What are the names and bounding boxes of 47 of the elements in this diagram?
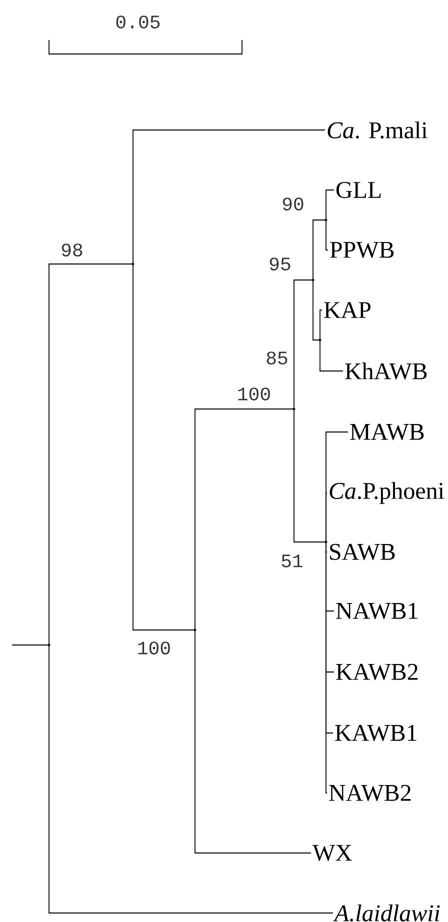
bootstrap-value: 90 [282, 198, 304, 210]
tree-branch [326, 190, 334, 220]
tree-branch [326, 542, 328, 794]
tree-branch [294, 408, 326, 542]
taxon-label: Ca. P.mali [328, 122, 428, 138]
branch-junction [318, 338, 322, 342]
tree-branch [320, 340, 344, 372]
bootstrap-value: 98 [62, 244, 82, 256]
tree-branch [132, 130, 326, 264]
tree-branch [132, 264, 196, 630]
tree-branch [48, 264, 134, 646]
taxon-label: MAWB [350, 424, 424, 440]
bootstrap-value: 95 [270, 258, 290, 270]
taxon-label: PPWB [330, 242, 394, 258]
tree-branch [312, 280, 320, 340]
tree-branch [312, 220, 326, 280]
bootstrap-value: 51 [282, 554, 302, 568]
branch-junction [324, 218, 328, 222]
taxon-label: WX [312, 844, 352, 862]
taxon-label: SAWB [330, 544, 395, 560]
taxon-label: Ca.P.phoeni [330, 482, 444, 504]
taxon-label: A.laidlawii [333, 904, 440, 922]
tree-branch [326, 492, 328, 542]
bootstrap-value: 100 [238, 388, 270, 400]
scale-value: 0.05 [116, 16, 160, 28]
tree-branch [194, 408, 294, 630]
taxon-label: KAWB1 [335, 724, 416, 742]
tree-branch [194, 630, 312, 854]
taxon-label: NAWB2 [329, 784, 411, 802]
branch-junction [324, 540, 328, 544]
branch-junction [132, 262, 134, 266]
taxon-label: KAP [324, 302, 370, 318]
tree-branch [48, 644, 334, 914]
branch-junction [48, 644, 50, 646]
bootstrap-value: 85 [266, 352, 288, 364]
branch-junction [194, 628, 196, 632]
taxon-label: KhAWB [345, 362, 427, 380]
tree-branch [326, 220, 328, 250]
bootstrap-value: 100 [138, 642, 170, 654]
taxon-label: KAWB2 [336, 664, 418, 680]
taxon-label: NAWB1 [336, 602, 418, 620]
tree-branch [12, 644, 50, 646]
branch-junction [292, 408, 296, 410]
tree-branch [294, 280, 314, 410]
taxon-label: GLL [336, 182, 381, 198]
tree-branch [320, 310, 322, 340]
branch-junction [312, 278, 314, 282]
